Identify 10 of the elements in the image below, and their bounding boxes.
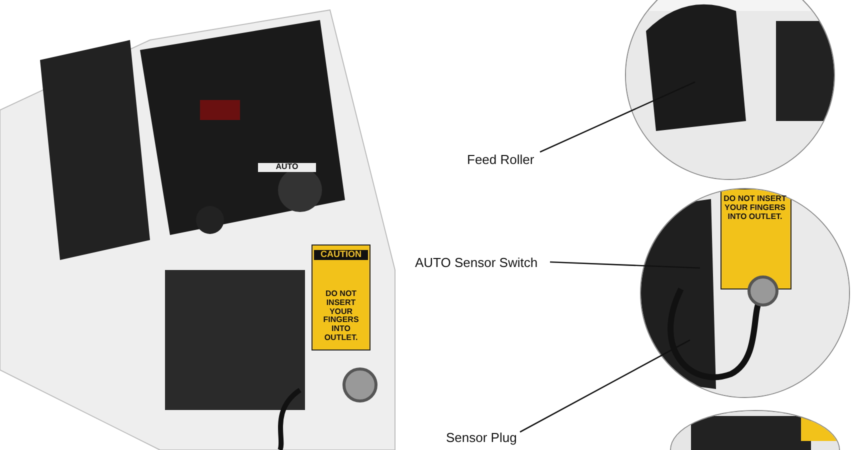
leader-line bbox=[540, 81, 696, 153]
callout-label: Sensor Plug bbox=[446, 430, 517, 445]
warning-heading: CAUTION bbox=[314, 250, 368, 260]
warning-text: DO NOT INSERT YOUR FINGERS INTO OUTLET. bbox=[322, 290, 360, 343]
panel-button-label: AUTO bbox=[258, 163, 316, 172]
leader-line bbox=[520, 339, 690, 433]
warning-text: DO NOT INSERT YOUR FINGERS INTO OUTLET. bbox=[722, 195, 788, 222]
leader-line bbox=[550, 261, 700, 269]
callout-label: Feed Roller bbox=[467, 152, 534, 167]
callout-label: AUTO Sensor Switch bbox=[415, 255, 538, 270]
